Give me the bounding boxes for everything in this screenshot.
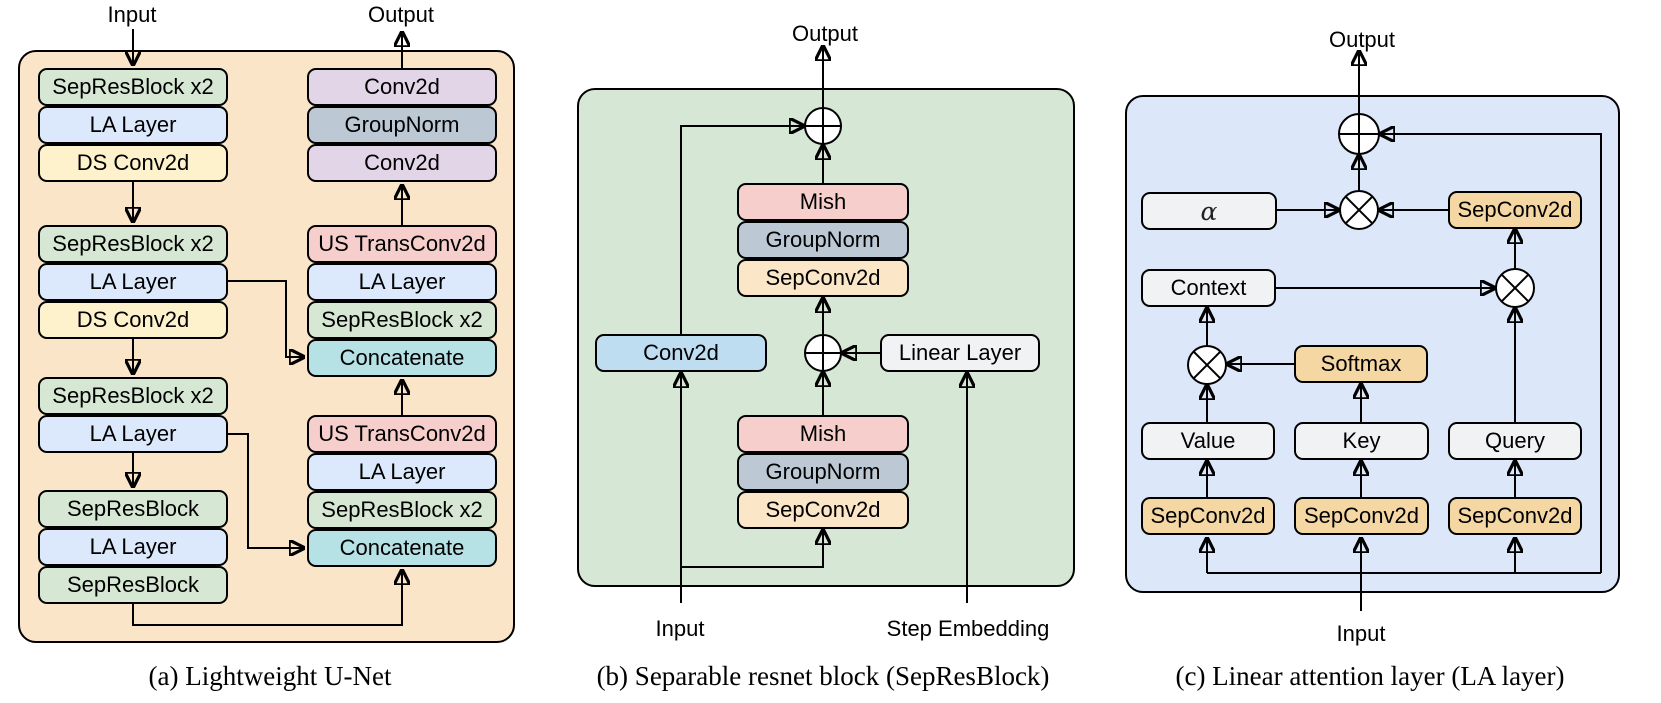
a-enc1-lalayer-box: LA Layer xyxy=(38,106,228,144)
a-dec2-concatenate-box: Concatenate xyxy=(307,339,497,377)
b-upper-mish-box: Mish xyxy=(737,183,909,221)
multiply-node-icon xyxy=(1187,345,1227,385)
a-enc3-lalayer-box: LA Layer xyxy=(38,415,228,453)
a-dec1-conv2d2-box: Conv2d xyxy=(307,144,497,182)
a-input-label: Input xyxy=(107,2,157,27)
a-dec3-ustransconv-box: US TransConv2d xyxy=(307,415,497,453)
a-dec2-lalayer-box: LA Layer xyxy=(307,263,497,301)
panel-a-caption: (a) Lightweight U-Net xyxy=(148,661,392,691)
c-query-box: Query xyxy=(1448,422,1582,460)
c-sepconv-key-box: SepConv2d xyxy=(1294,497,1429,535)
c-sepconv-query-box: SepConv2d xyxy=(1448,497,1582,535)
multiply-node-icon xyxy=(1495,268,1535,308)
a-dec1-groupnorm-box: GroupNorm xyxy=(307,106,497,144)
a-dec3-lalayer-box: LA Layer xyxy=(307,453,497,491)
a-enc4-lalayer-box: LA Layer xyxy=(38,528,228,566)
a-enc4-sepresblock-box: SepResBlock xyxy=(38,490,228,528)
a-enc2-dsconv-box: DS Conv2d xyxy=(38,301,228,339)
a-enc3-sepresblock-box: SepResBlock x2 xyxy=(38,377,228,415)
a-enc1-sepresblock-box: SepResBlock x2 xyxy=(38,68,228,106)
b-lower-sepconv-box: SepConv2d xyxy=(737,491,909,529)
panel-c-caption: (c) Linear attention layer (LA layer) xyxy=(1175,661,1565,691)
b-lower-groupnorm-box: GroupNorm xyxy=(737,453,909,491)
c-value-box: Value xyxy=(1141,422,1275,460)
a-dec3-sepresblock-box: SepResBlock x2 xyxy=(307,491,497,529)
b-output-label: Output xyxy=(791,21,859,46)
c-sepconv-value-box: SepConv2d xyxy=(1141,497,1275,535)
a-enc2-sepresblock-box: SepResBlock x2 xyxy=(38,225,228,263)
panel-b-caption: (b) Separable resnet block (SepResBlock) xyxy=(596,661,1050,691)
c-alpha-box: α xyxy=(1141,192,1277,230)
a-dec2-ustransconv-box: US TransConv2d xyxy=(307,225,497,263)
b-upper-groupnorm-box: GroupNorm xyxy=(737,221,909,259)
c-context-box: Context xyxy=(1141,269,1276,307)
a-enc2-lalayer-box: LA Layer xyxy=(38,263,228,301)
a-dec3-concatenate-box: Concatenate xyxy=(307,529,497,567)
panel-a-wires xyxy=(133,29,402,626)
b-linear-layer-box: Linear Layer xyxy=(880,334,1040,372)
add-node-icon xyxy=(804,107,842,145)
a-output-label: Output xyxy=(367,2,435,27)
a-enc4-sepresblock2-box: SepResBlock xyxy=(38,566,228,604)
alpha-symbol: α xyxy=(1200,196,1218,226)
panel-c-wires xyxy=(1207,53,1602,611)
a-dec1-conv2d-box: Conv2d xyxy=(307,68,497,106)
c-input-label: Input xyxy=(1336,621,1386,646)
b-input-label: Input xyxy=(655,616,705,641)
c-output-label: Output xyxy=(1328,27,1396,52)
b-lower-mish-box: Mish xyxy=(737,415,909,453)
c-key-box: Key xyxy=(1294,422,1429,460)
b-upper-sepconv-box: SepConv2d xyxy=(737,259,909,297)
b-step-embedding-label: Step Embedding xyxy=(886,616,1050,641)
add-node-icon xyxy=(1338,113,1380,155)
panel-b-wires xyxy=(681,48,967,603)
a-dec2-sepresblock-box: SepResBlock x2 xyxy=(307,301,497,339)
c-softmax-box: Softmax xyxy=(1294,345,1428,383)
a-enc1-dsconv-box: DS Conv2d xyxy=(38,144,228,182)
multiply-node-icon xyxy=(1339,190,1379,230)
c-sepconv-out-box: SepConv2d xyxy=(1448,191,1582,229)
b-conv2d-box: Conv2d xyxy=(595,334,767,372)
add-node-icon xyxy=(804,334,842,372)
